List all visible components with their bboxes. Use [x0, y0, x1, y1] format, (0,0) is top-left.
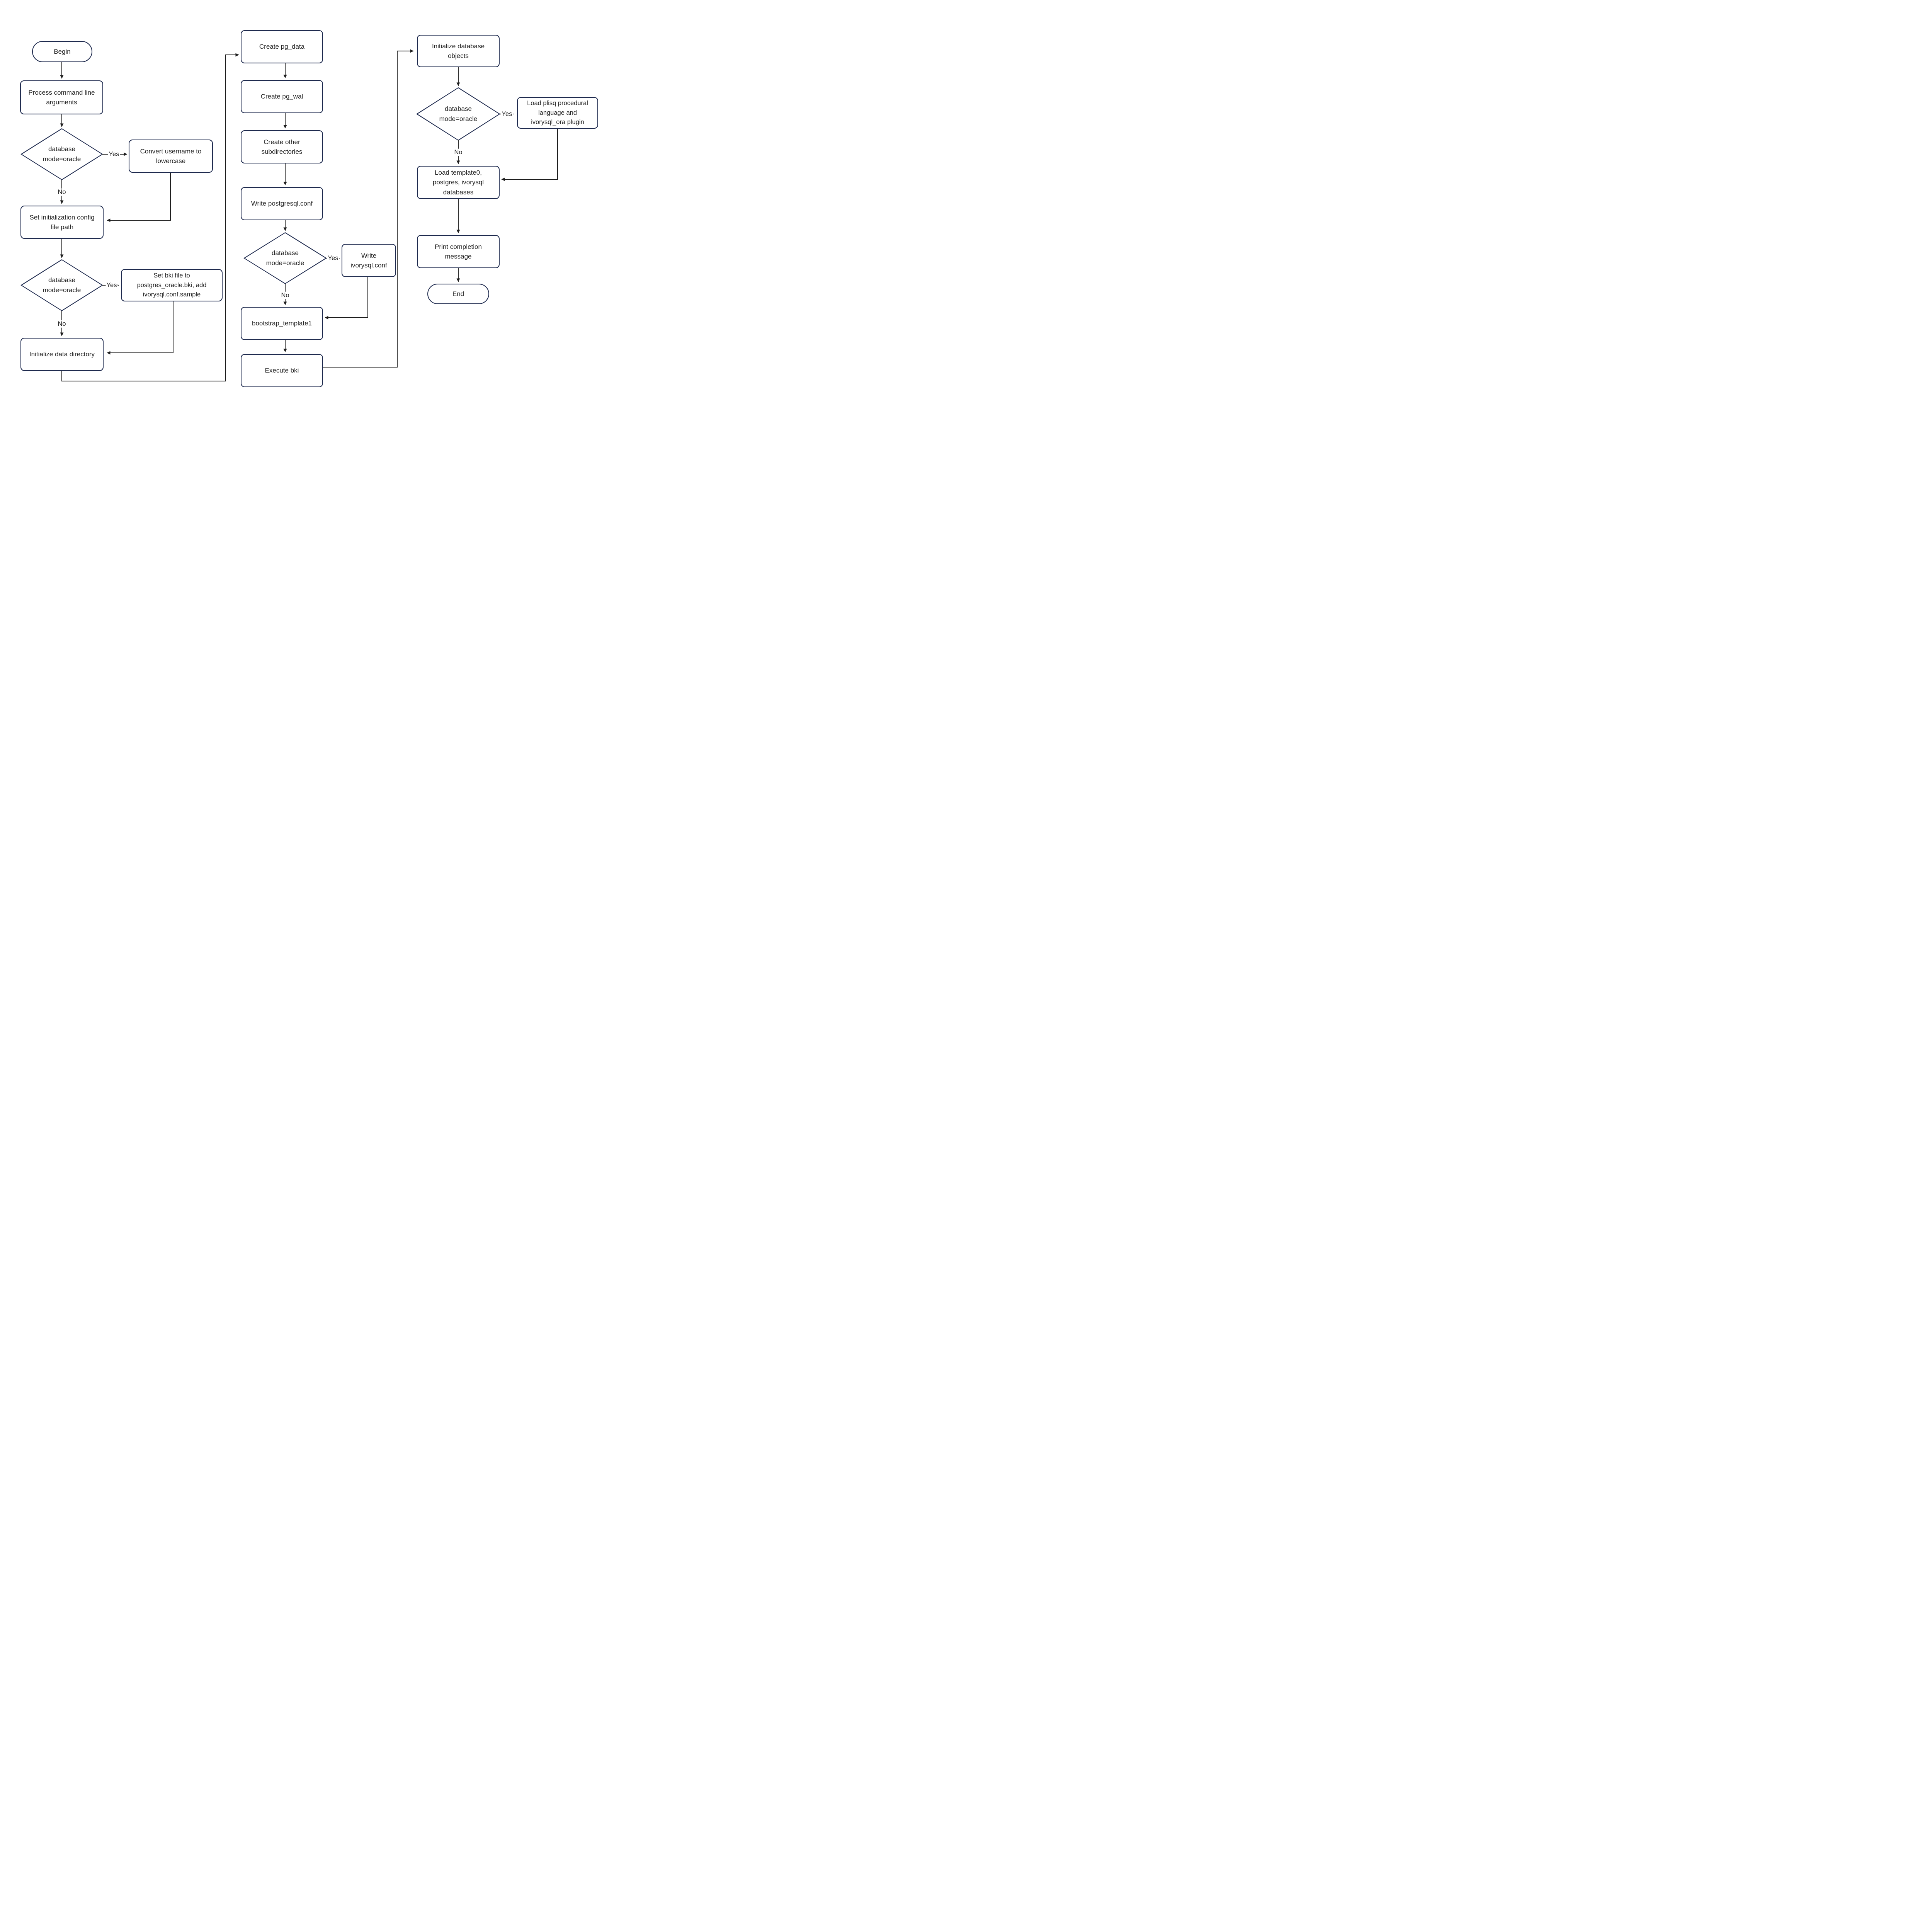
edge-label-yes-3: Yes — [327, 254, 339, 262]
node-decision-mode3-label: database mode=oracle — [266, 249, 304, 267]
edge-label-no-1: No — [57, 188, 67, 196]
node-decision-mode4-label: database mode=oracle — [439, 105, 478, 123]
node-create-pg-wal: Create pg_wal — [241, 80, 323, 113]
node-set-init-config: Set initialization config file path — [20, 206, 104, 239]
node-convert-username: Convert username to lowercase — [129, 140, 213, 173]
node-set-bki-file: Set bki file to postgres_oracle.bki, add… — [121, 269, 223, 301]
node-begin: Begin — [32, 41, 92, 62]
edge-label-no-3: No — [280, 291, 290, 299]
node-decision-mode1-label: database mode=oracle — [43, 145, 81, 163]
node-write-postgresql-conf: Write postgresql.conf — [241, 187, 323, 220]
node-create-other-subdirs: Create other subdirectories — [241, 130, 323, 163]
node-bootstrap-template1: bootstrap_template1 — [241, 307, 323, 340]
node-create-pg-data: Create pg_data — [241, 30, 323, 63]
flowchart-canvas: Begin Process command line arguments dat… — [0, 0, 603, 426]
node-write-ivorysql-conf: Write ivorysql.conf — [342, 244, 396, 277]
connector-lines — [60, 49, 558, 381]
node-load-databases: Load template0, postgres, ivorysql datab… — [417, 166, 500, 199]
decision-diamonds — [20, 87, 500, 311]
node-print-completion: Print completion message — [417, 235, 500, 268]
edge-label-yes-4: Yes — [501, 110, 513, 118]
connector-layer — [20, 49, 558, 381]
node-decision-mode2-label: database mode=oracle — [43, 276, 81, 294]
edge-label-no-2: No — [57, 320, 67, 328]
node-init-data-dir: Initialize data directory — [20, 338, 104, 371]
node-process-args: Process command line arguments — [20, 80, 103, 114]
edge-label-no-4: No — [453, 148, 463, 156]
edge-label-yes-1: Yes — [108, 150, 120, 158]
node-load-plisq-plugin: Load plisq procedural language and ivory… — [517, 97, 598, 129]
node-end: End — [427, 284, 489, 304]
edge-label-yes-2: Yes — [105, 281, 118, 289]
node-init-db-objects: Initialize database objects — [417, 35, 500, 67]
node-execute-bki: Execute bki — [241, 354, 323, 387]
